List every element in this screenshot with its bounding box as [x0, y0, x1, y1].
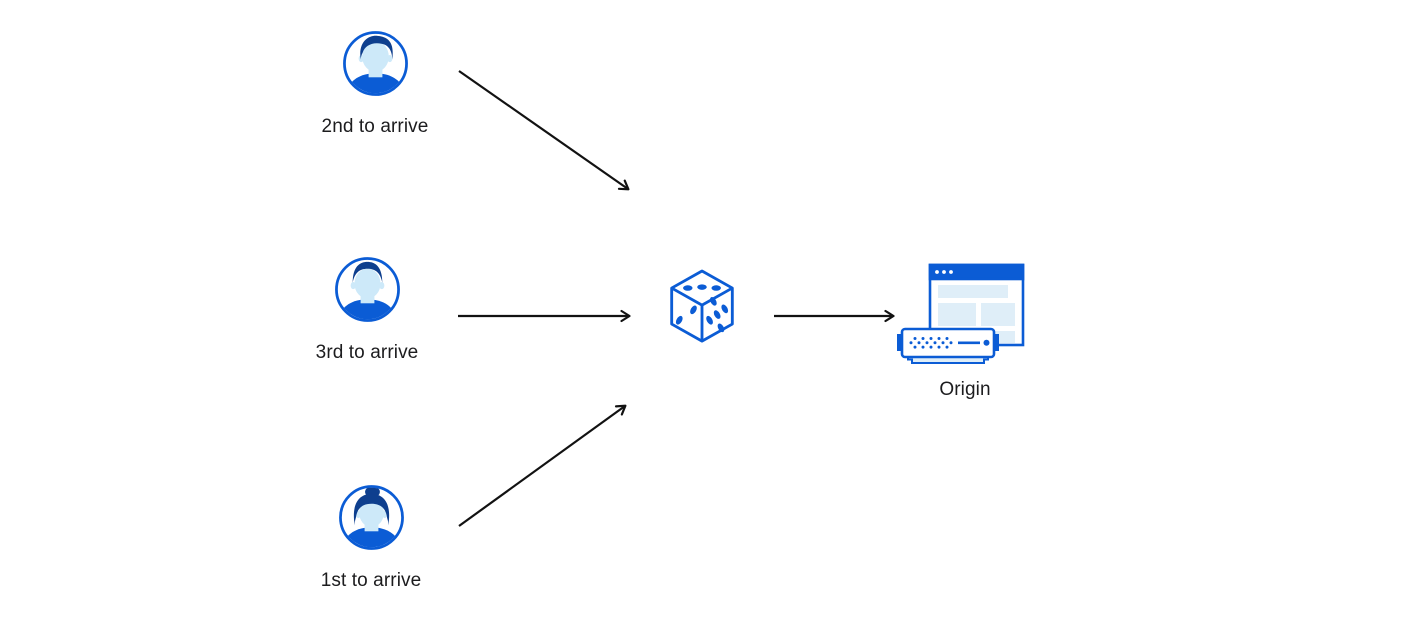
male-avatar-short-hair-icon	[334, 257, 400, 322]
origin-server-browser-icon	[897, 263, 1025, 364]
visitor-label-2nd: 2nd to arrive	[321, 116, 429, 137]
visitor-label-3rd: 3rd to arrive	[315, 342, 419, 363]
arrow-visitor-1st-to-dice	[458, 404, 627, 527]
female-avatar-bun-icon	[338, 485, 404, 550]
male-avatar-swept-hair-icon	[342, 31, 408, 96]
visitor-node-2nd: 2nd to arrive	[308, 30, 442, 138]
arrow-visitor-2nd-to-dice	[458, 70, 630, 191]
dice-node	[666, 266, 738, 348]
dice-icon	[670, 269, 734, 343]
origin-node: Origin	[894, 262, 1026, 401]
origin-label: Origin	[939, 379, 991, 400]
visitor-node-3rd: 3rd to arrive	[300, 256, 434, 364]
visitor-node-1st: 1st to arrive	[304, 484, 438, 592]
visitor-label-1st: 1st to arrive	[320, 570, 422, 591]
server-box-icon	[897, 327, 999, 364]
